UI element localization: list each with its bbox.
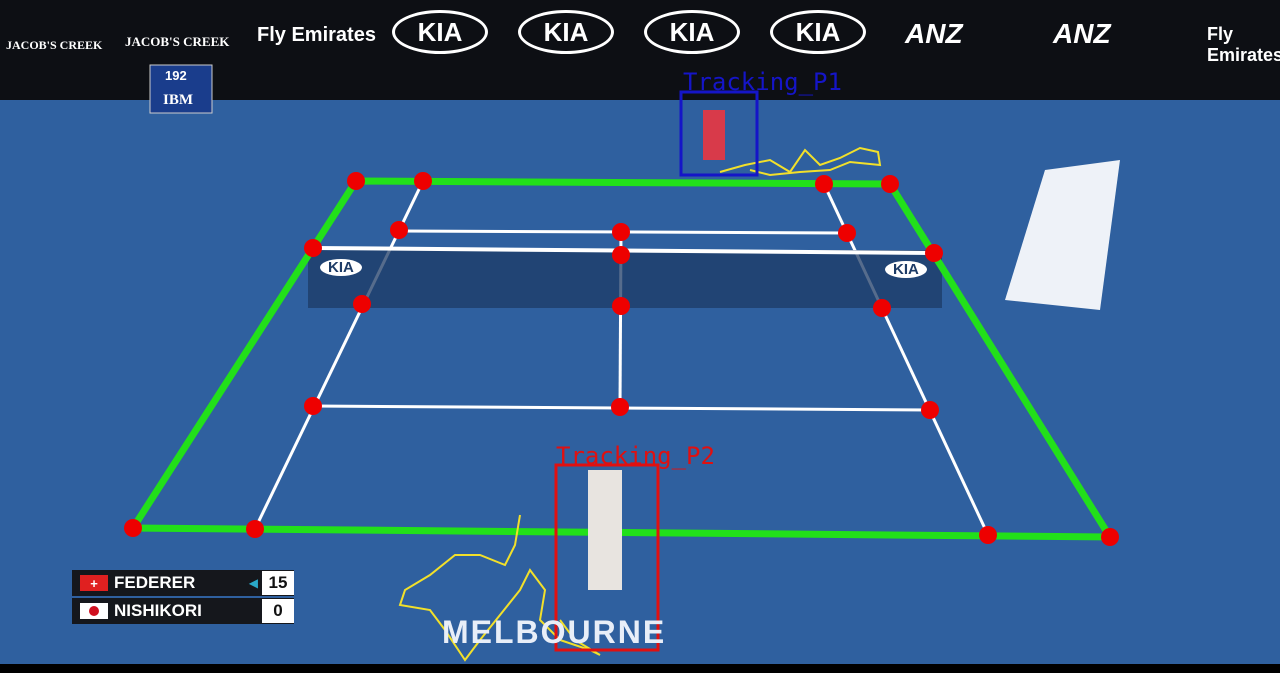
player-name: NISHIKORI (114, 601, 202, 620)
p2-tracking-label: Tracking_P2 (556, 442, 715, 470)
keypoint (612, 297, 630, 315)
keypoint (390, 221, 408, 239)
serve-indicator-icon: ◀ (248, 576, 258, 590)
keypoint (925, 244, 943, 262)
keypoint (612, 246, 630, 264)
court-logo-melbourne: MELBOURNE (442, 614, 667, 650)
player-p1 (703, 110, 725, 160)
left-singles-line (253, 180, 425, 530)
court-keypoints (124, 172, 1119, 546)
player-points: 15 (262, 571, 294, 595)
scoreboard: + FEDERER ◀ 15 NISHIKORI 0 (72, 568, 294, 624)
keypoint (353, 295, 371, 313)
ad-kia: KIA (518, 10, 614, 54)
player-name: FEDERER (114, 573, 196, 592)
keypoint (347, 172, 365, 190)
keypoint (979, 526, 997, 544)
ad-kia: KIA (392, 10, 488, 54)
player-points: 0 (262, 599, 294, 623)
scoreboard-row-nishikori: NISHIKORI 0 (72, 598, 294, 624)
ad-anz: ANZ (1053, 18, 1111, 49)
bottom-bar (0, 664, 1280, 673)
net-logo-kia: KIA (320, 259, 362, 276)
swiss-flag-icon: + (80, 575, 108, 591)
p1-trajectory (719, 146, 882, 177)
keypoint (815, 175, 833, 193)
keypoint (246, 520, 264, 538)
japan-flag-icon (80, 603, 108, 619)
ad-kia: KIA (770, 10, 866, 54)
keypoint (304, 239, 322, 257)
keypoint (1101, 528, 1119, 546)
p1-bounding-box (679, 90, 759, 177)
umpire-chair (1005, 160, 1120, 310)
right-singles-line (822, 183, 990, 536)
serve-speed-value: 192 (165, 68, 187, 83)
keypoint (611, 398, 629, 416)
ibm-logo: IBM (163, 92, 193, 108)
p2-trajectory (398, 514, 601, 662)
speed-board (149, 64, 213, 114)
p1-tracking-label: Tracking_P1 (683, 68, 842, 96)
advertising-boards (0, 0, 1280, 100)
p2-bounding-box (554, 463, 660, 652)
ad-emirates: Fly Emirates (1207, 24, 1280, 65)
ad-emirates: Fly Emirates (257, 24, 376, 46)
ad-jacobs-creek: JACOB'S CREEK (6, 38, 103, 52)
keypoint (873, 299, 891, 317)
keypoint (124, 519, 142, 537)
player-p2 (588, 470, 622, 590)
ad-jacobs-creek: JACOB'S CREEK (125, 34, 230, 49)
keypoint (838, 224, 856, 242)
keypoint (304, 397, 322, 415)
ad-kia: KIA (644, 10, 740, 54)
keypoint (921, 401, 939, 419)
ad-anz: ANZ (905, 18, 963, 49)
keypoint (414, 172, 432, 190)
net-logo-kia: KIA (885, 261, 927, 278)
keypoint (881, 175, 899, 193)
scoreboard-row-federer: + FEDERER ◀ 15 (72, 570, 294, 596)
keypoint (612, 223, 630, 241)
